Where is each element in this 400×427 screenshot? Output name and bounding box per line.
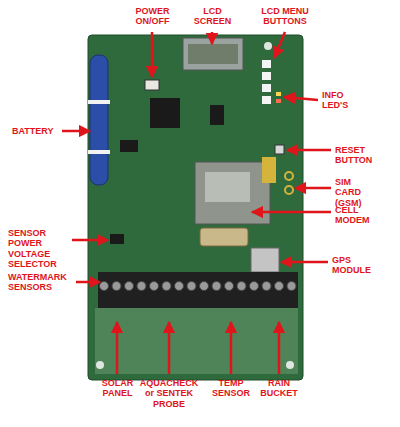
chip [210,105,224,125]
serial-connector [200,228,248,246]
part-label: GPS MODULE [332,255,382,276]
part-label: RAIN BUCKET [256,378,302,399]
menu-button [262,72,271,80]
part-label: INFO LED'S [322,90,362,111]
leader-arrows [62,32,331,374]
mount-hole [264,42,272,50]
chip [150,98,180,128]
part-label: TEMP SENSOR [207,378,255,399]
part-label: SIM CARD (GSM) [335,177,375,208]
cable-tie [88,150,110,154]
menu-button [262,96,271,104]
lower-plate [95,308,298,374]
mount-hole [286,361,294,369]
modem-label [205,172,250,202]
power-switch [145,80,159,90]
menu-button [262,84,271,92]
pcb [88,35,303,380]
part-label: SENSOR POWER VOLTAGE SELECTOR [8,228,70,269]
led [276,99,281,103]
part-label: LCD SCREEN [190,6,235,27]
lcd-screen [188,44,238,64]
jumper [110,234,124,244]
chip [120,140,138,152]
reset-button [275,145,284,154]
part-label: CELL MODEM [335,205,383,226]
led [276,92,281,96]
connector [285,186,293,194]
cell-modem [195,162,270,224]
battery [90,55,108,185]
gps-module [251,248,279,272]
part-label: RESET BUTTON [335,145,385,166]
connector [285,172,293,180]
part-label: POWER ON/OFF [125,6,180,27]
part-label: LCD MENU BUTTONS [255,6,315,27]
part-label: AQUACHECK or SENTEK PROBE [137,378,201,409]
part-label: BATTERY [12,126,64,136]
mount-hole [96,361,104,369]
part-label: WATERMARK SENSORS [8,272,76,293]
menu-button [262,60,271,68]
cable-tie [88,100,110,104]
part-label: SOLAR PANEL [95,378,140,399]
sim-card [262,157,276,183]
terminal-strip [98,272,298,308]
